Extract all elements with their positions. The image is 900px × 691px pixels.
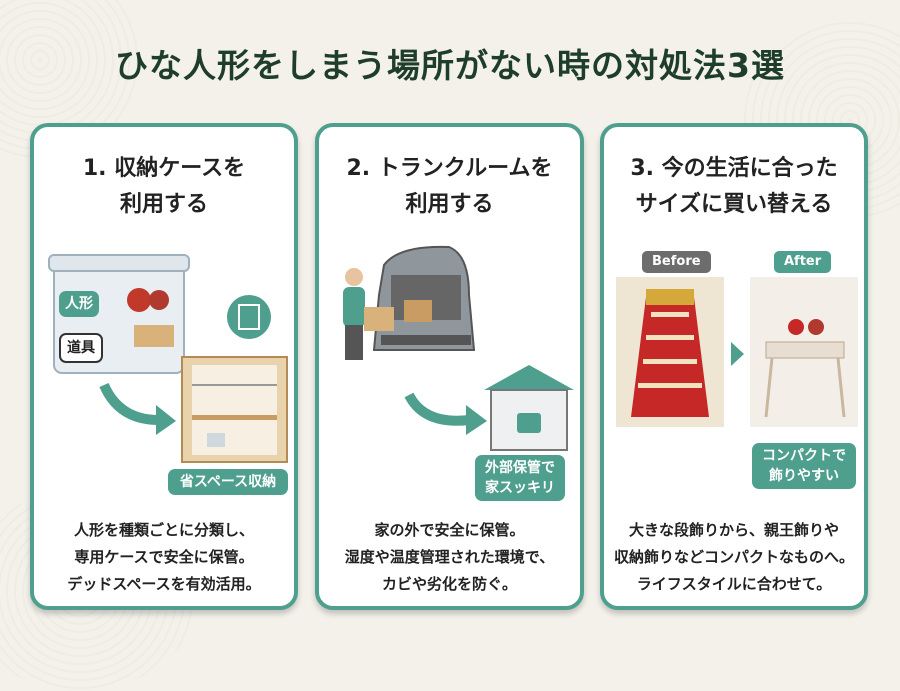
card-title: 2. トランクルームを利用する [346, 156, 553, 217]
compact-badge: コンパクトで飾りやすい [752, 443, 856, 489]
card-description: 人形を種類ごとに分類し、専用ケースで安全に保管。デッドスペースを有効活用。 [67, 521, 261, 593]
card-replace-size: 3. 今の生活に合ったサイズに買い替える Before After コンパクトで… [600, 123, 868, 610]
before-label: Before [642, 251, 711, 273]
card-title: 3. 今の生活に合ったサイズに買い替える [630, 156, 838, 217]
card-trunk-room: 2. トランクルームを利用する 外部保管で家スッキリ 家の外で安全に保管。湿度や… [315, 123, 584, 610]
label-tools: 道具 [59, 333, 103, 363]
space-saving-badge: 省スペース収納 [168, 469, 288, 495]
page-title: ひな人形をしまう場所がない時の対処法3選 [115, 46, 785, 85]
trunk-room-illustration [343, 245, 574, 451]
after-label: After [774, 251, 832, 273]
card-title: 1. 収納ケースを利用する [82, 156, 246, 217]
card-storage-case: 1. 収納ケースを利用する 人形 道具 省スペース収納 人形を種類ごとに分類し、… [30, 123, 298, 610]
card-description: 家の外で安全に保管。湿度や温度管理された環境で、カビや劣化を防ぐ。 [344, 521, 555, 593]
label-dolls: 人形 [59, 291, 99, 317]
card-description: 大きな段飾りから、親王飾りや収納飾りなどコンパクトなものへ。ライフスタイルに合わ… [613, 521, 854, 593]
external-storage-badge: 外部保管で家スッキリ [475, 455, 565, 501]
before-after-illustration [616, 277, 858, 427]
